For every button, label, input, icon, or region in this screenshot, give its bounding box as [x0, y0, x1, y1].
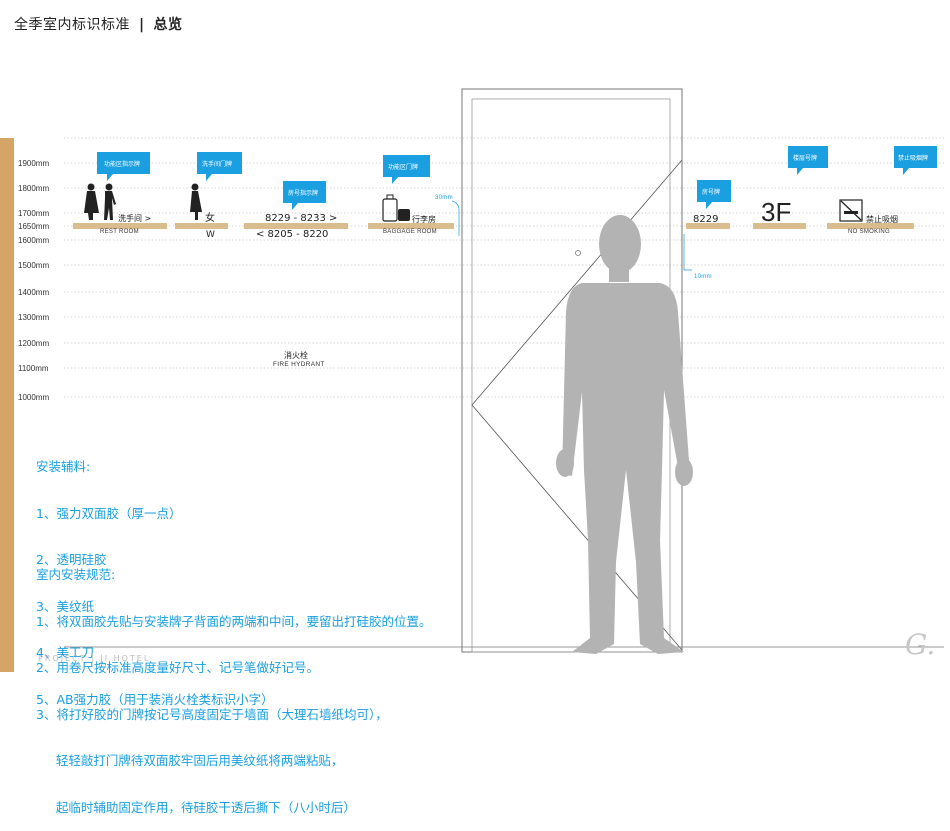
room-number-sign: 8229	[693, 214, 718, 225]
rules-item: 轻轻敲打门牌待双面胶牢固后用美纹纸将两端粘贴，	[36, 753, 344, 768]
height-label: 1200mm	[18, 339, 49, 348]
restroom-direction-sign: 洗手间 > REST ROOM	[84, 183, 151, 235]
rules-item: 3、将打好胶的门牌按记号高度固定于墙面（大理石墙纸均可），	[36, 706, 388, 722]
plank-room-direction	[244, 223, 348, 229]
svg-text:W: W	[206, 230, 215, 240]
svg-text:功能区指示牌: 功能区指示牌	[104, 160, 140, 168]
svg-text:行李房: 行李房	[412, 214, 436, 224]
door-peephole-icon	[575, 250, 581, 256]
bubble-room-direction: 房号指示牌	[283, 181, 326, 210]
height-label: 1900mm	[18, 159, 49, 168]
svg-text:洗手间门牌: 洗手间门牌	[202, 160, 232, 168]
svg-text:房号牌: 房号牌	[702, 188, 720, 196]
bubble-no-smoking: 禁止吸烟牌	[894, 146, 937, 175]
svg-text:30mm: 30mm	[435, 195, 453, 201]
svg-text:功能区门牌: 功能区门牌	[388, 163, 418, 171]
function-door-sign: 行李房 BAGGAGE ROOM	[382, 194, 437, 235]
height-label: 1500mm	[18, 261, 49, 270]
human-silhouette-icon	[556, 215, 693, 654]
plank-function-door	[368, 223, 454, 229]
svg-text:洗手间 >: 洗手间 >	[118, 213, 151, 223]
plank-no-smoking	[827, 223, 914, 229]
materials-item: 2、透明硅胶	[36, 552, 107, 567]
rules-title: 室内安装规范:	[36, 567, 116, 582]
fire-hydrant-label-cn: 消火栓	[284, 350, 308, 360]
room-direction-sign: 8229 - 8233 > < 8205 - 8220	[256, 213, 337, 240]
materials-item: 1、强力双面胶（厚一点）	[36, 505, 182, 521]
rules-item: 2、用卷尺按标准高度量好尺寸、记号笔做好记号。	[36, 660, 319, 675]
rules-item: 1、将双面胶先贴与安装牌子背面的两端和中间，要留出打硅胶的位置。	[36, 613, 432, 629]
bubble-room-number: 房号牌	[697, 180, 731, 209]
fire-hydrant-label-en: FIRE HYDRANT	[273, 361, 325, 368]
plank-room-number	[686, 223, 730, 229]
height-label: 1100mm	[18, 364, 49, 373]
materials-item: 3、美纹纸	[36, 598, 94, 614]
bubble-floor-number: 楼层号牌	[788, 146, 828, 175]
installation-diagram: 1900mm 1800mm 1700mm 1650mm 1600mm 1500m…	[18, 88, 944, 654]
height-label: 1400mm	[18, 288, 49, 297]
rules-item: 起临时辅助固定作用，待硅胶干透后撕下（八小时后）	[36, 799, 356, 815]
svg-text:女: 女	[205, 211, 215, 224]
no-smoking-sign: 禁止吸烟 NO SMOKING	[839, 199, 898, 235]
svg-text:< 8205 - 8220: < 8205 - 8220	[256, 229, 328, 240]
svg-text:禁止吸烟: 禁止吸烟	[866, 214, 898, 224]
materials-title: 安装辅料:	[36, 459, 91, 474]
no-smoking-icon	[839, 199, 863, 222]
walking-people-icon	[84, 183, 116, 220]
svg-text:房号指示牌: 房号指示牌	[288, 189, 318, 197]
title-separator: |	[138, 17, 145, 33]
page-title: 全季室内标识标准 | 总览	[14, 14, 183, 34]
bubble-restroom-direction: 功能区指示牌	[97, 152, 150, 181]
dimension-30mm: 30mm	[435, 195, 460, 236]
floor-number-sign: 3F	[761, 197, 791, 227]
materials-item: 4、美工刀	[36, 645, 94, 660]
svg-text:NO SMOKING: NO SMOKING	[848, 229, 890, 235]
height-label: 1000mm	[18, 393, 49, 402]
svg-text:禁止吸烟牌: 禁止吸烟牌	[898, 154, 928, 162]
svg-text:8229 - 8233 >: 8229 - 8233 >	[265, 213, 337, 224]
title-main: 全季室内标识标准	[14, 17, 130, 33]
luggage-icon	[382, 194, 410, 222]
accent-side-bar	[0, 138, 14, 672]
height-label: 1700mm	[18, 209, 49, 218]
height-label: 1650mm	[18, 222, 49, 231]
height-label: 1300mm	[18, 313, 49, 322]
svg-text:10mm: 10mm	[694, 274, 712, 280]
height-label: 1600mm	[18, 236, 49, 245]
restroom-door-sign: 女 W	[190, 183, 215, 240]
bubble-function-door: 功能区门牌	[383, 155, 430, 184]
height-label: 1800mm	[18, 184, 49, 193]
dimension-10mm: 10mm	[683, 234, 712, 280]
footer-project-label: PROJECT | JI HOTEL	[38, 654, 151, 663]
plank-restroom-direction	[73, 223, 167, 229]
svg-text:BAGGAGE ROOM: BAGGAGE ROOM	[383, 229, 437, 235]
svg-text:REST ROOM: REST ROOM	[100, 229, 139, 235]
signature-mark: G.	[905, 628, 936, 661]
svg-text:楼层号牌: 楼层号牌	[793, 154, 817, 162]
female-figure-icon	[190, 183, 202, 220]
rules-section: 室内安装规范: 1、将双面胶先贴与安装牌子背面的两端和中间，要留出打硅胶的位置。…	[36, 536, 431, 831]
plank-floor-number	[753, 223, 806, 229]
plank-restroom-door	[175, 223, 228, 229]
bubble-restroom-door: 洗手间门牌	[197, 152, 242, 181]
title-subtitle: 总览	[153, 17, 183, 33]
sign-planks	[73, 223, 914, 229]
sign-bubbles: 功能区指示牌 洗手间门牌 房号指示牌 功能区门牌 房号牌 楼层号牌 禁止吸烟牌	[97, 146, 937, 210]
